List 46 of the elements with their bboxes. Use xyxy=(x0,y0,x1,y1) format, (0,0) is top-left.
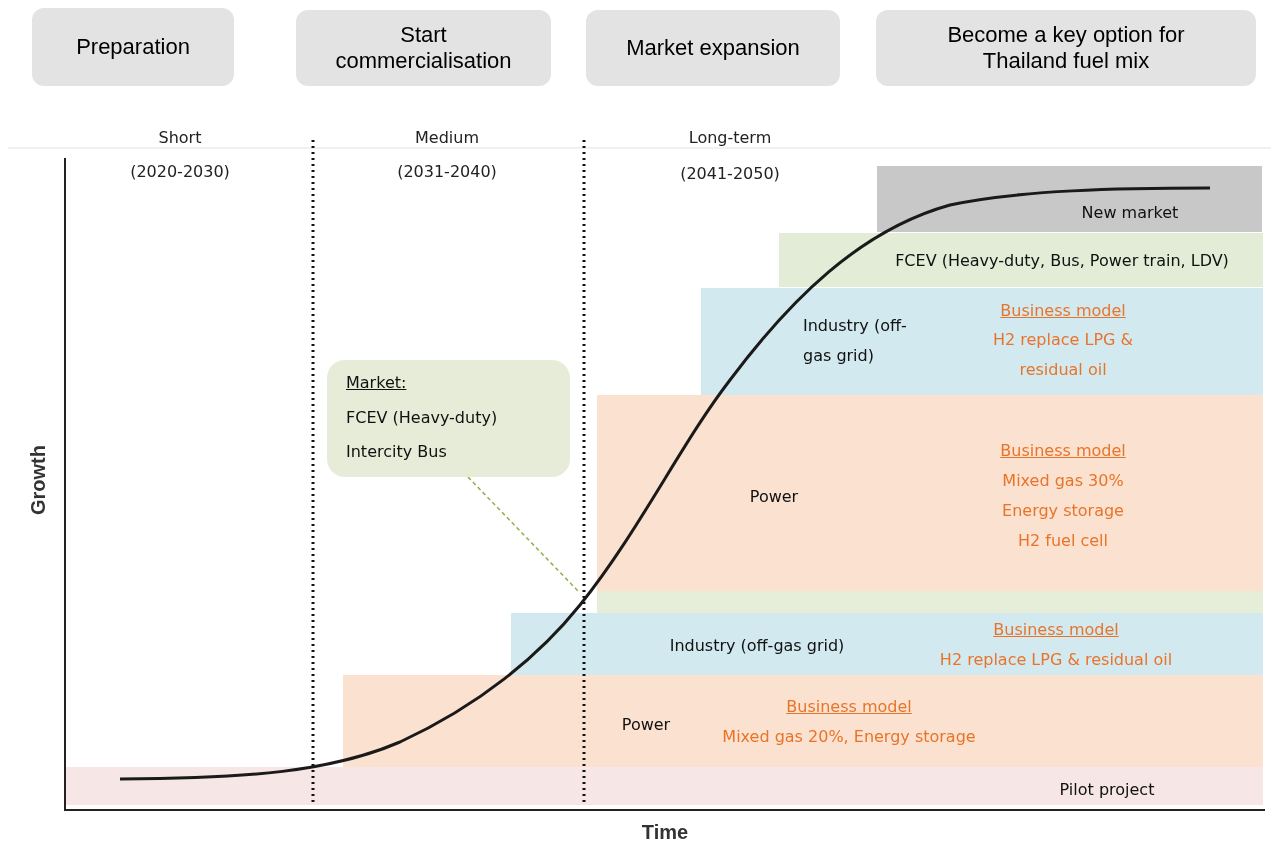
leader-line xyxy=(467,476,579,592)
market-band xyxy=(779,233,1263,287)
business-model-text: H2 fuel cell xyxy=(1018,530,1108,552)
business-model-heading: Business model xyxy=(786,696,912,718)
period-years: (2031-2040) xyxy=(397,161,497,181)
business-model-text: H2 replace LPG & residual oil xyxy=(939,649,1173,671)
phase-box xyxy=(586,10,840,86)
band-label: Power xyxy=(621,714,671,736)
band-label: FCEV (Heavy-duty, Bus, Power train, LDV) xyxy=(895,250,1229,272)
phase-title: Preparation xyxy=(76,34,190,60)
period-label: Short xyxy=(158,127,202,147)
phase-title: Market expansion xyxy=(626,35,800,61)
band-label: New market xyxy=(1081,202,1179,224)
period-years: (2020-2030) xyxy=(130,161,230,181)
callout-text: FCEV (Heavy-duty) xyxy=(346,407,498,429)
callout-box xyxy=(327,360,570,477)
business-model-text: Energy storage xyxy=(1002,500,1124,522)
band-label: Industry (off-gas grid) xyxy=(669,635,845,657)
business-model-text: H2 replace LPG & residual oil xyxy=(992,329,1134,381)
callout-text: Intercity Bus xyxy=(346,441,447,463)
phase-title: Become a key option for Thailand fuel mix xyxy=(946,22,1186,74)
band-label: Power xyxy=(749,486,799,508)
business-model-heading: Business model xyxy=(1000,440,1126,462)
callout-heading: Market: xyxy=(346,372,407,394)
market-band xyxy=(701,288,1263,395)
axis-title: Growth xyxy=(26,445,50,515)
phase-box xyxy=(876,10,1256,86)
axis-title: Time xyxy=(641,820,689,844)
business-model-heading: Business model xyxy=(1000,300,1126,322)
market-band xyxy=(65,767,1263,805)
phase-box xyxy=(296,10,551,86)
band-label: Industry (off-gas grid) xyxy=(803,315,908,367)
market-band xyxy=(343,675,1263,767)
business-model-text: Mixed gas 30% xyxy=(1002,470,1124,492)
band-strip xyxy=(597,591,1263,613)
period-label: Long-term xyxy=(688,127,772,147)
market-band xyxy=(511,613,1263,675)
period-label: Medium xyxy=(415,127,479,147)
market-band xyxy=(877,166,1262,232)
period-years: (2041-2050) xyxy=(680,163,780,183)
phase-box xyxy=(32,8,234,86)
business-model-heading: Business model xyxy=(993,619,1119,641)
band-label: Pilot project xyxy=(1059,779,1155,801)
phase-title: Start commercialisation xyxy=(334,22,513,74)
business-model-text: Mixed gas 20%, Energy storage xyxy=(722,726,976,748)
market-band xyxy=(597,395,1263,591)
